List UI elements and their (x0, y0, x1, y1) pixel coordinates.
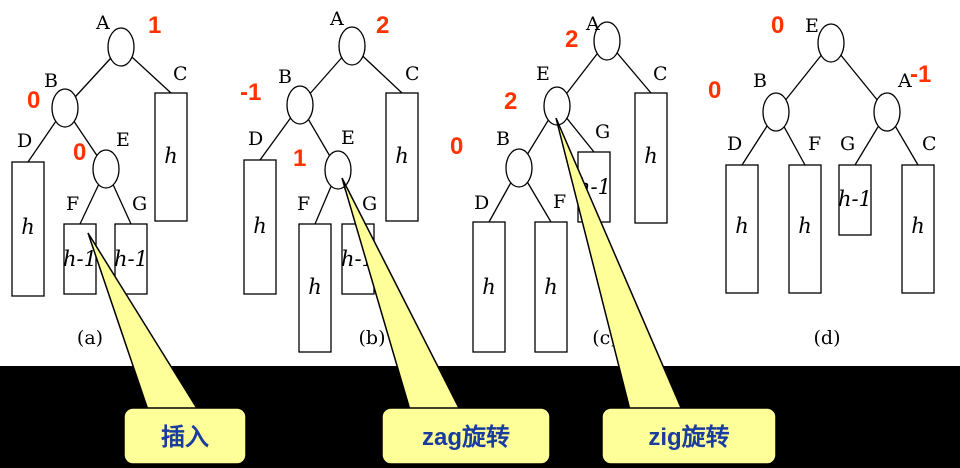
height-f: h (308, 275, 322, 299)
subtree-f (788, 164, 822, 294)
subtree-d (725, 164, 759, 294)
height-g: h-1 (114, 247, 148, 271)
height-c: h (644, 144, 658, 168)
label-f: F (553, 191, 566, 213)
label-b: B (753, 70, 767, 92)
label-g: G (132, 193, 147, 215)
label-e: E (805, 15, 819, 37)
balance-b: 0 (27, 87, 40, 114)
subtree-f (534, 221, 568, 353)
node-a (873, 92, 901, 132)
height-f: h (544, 275, 558, 299)
callout-zig-box (601, 407, 777, 465)
subtree-c (901, 164, 935, 294)
label-d: D (474, 192, 489, 214)
node-e (92, 149, 120, 189)
height-f: h (798, 214, 812, 238)
label-a: A (897, 70, 912, 92)
label-a: A (95, 12, 110, 34)
node-e (817, 23, 845, 63)
balance-a: 2 (565, 26, 578, 53)
balance-a: -1 (910, 61, 931, 88)
subtree-g (838, 164, 872, 236)
label-f: F (808, 133, 821, 155)
callout-zag: zag旋转 (341, 177, 551, 465)
label-c: C (405, 63, 420, 85)
label-c: C (922, 133, 937, 155)
label-g: G (595, 121, 610, 143)
label-f: F (66, 193, 79, 215)
caption-a: (a) (77, 327, 103, 349)
subtree-d (243, 159, 277, 295)
label-g: G (362, 193, 377, 215)
height-d: h (735, 214, 749, 238)
caption-b: (b) (359, 327, 386, 349)
label-d: D (727, 133, 742, 155)
node-a (338, 26, 366, 66)
node-b (286, 85, 314, 125)
node-b (762, 92, 790, 132)
label-c: C (653, 63, 668, 85)
balance-e: 0 (771, 12, 784, 39)
label-a: A (585, 13, 600, 35)
tree-a: A B C D E F G h h h-1 h-1 1 0 0 (a) (11, 12, 188, 349)
node-e (324, 150, 352, 190)
callout-insert-box (123, 407, 247, 465)
balance-e: 0 (73, 139, 86, 166)
label-g: G (840, 133, 855, 155)
tree-b: A B C D E F G h h h h-1 2 -1 1 (b) (240, 8, 420, 353)
subtree-d (11, 161, 45, 297)
node-a (593, 21, 621, 61)
callout-insert: 插入 (87, 232, 247, 465)
label-b: B (44, 70, 58, 92)
label-a: A (329, 8, 344, 30)
tree-c: A E C B G D F h h-1 h h 2 2 0 (c) (450, 13, 668, 353)
height-d: h (21, 215, 35, 239)
balance-a: 2 (376, 12, 389, 39)
height-d: h (482, 275, 496, 299)
callout-zig-text: zig旋转 (648, 423, 729, 451)
balance-b: -1 (240, 79, 261, 106)
callout-zag-text: zag旋转 (422, 423, 510, 451)
label-b: B (278, 66, 292, 88)
height-d: h (253, 214, 267, 238)
callout-zig: zig旋转 (555, 117, 777, 465)
label-e: E (536, 63, 550, 85)
callout-insert-text: 插入 (161, 424, 209, 451)
caption-d: (d) (814, 327, 841, 349)
balance-b: 0 (450, 133, 463, 160)
height-g: h-1 (838, 187, 872, 211)
node-b (505, 148, 533, 188)
node-b (51, 88, 79, 128)
tree-d: E B A D F G C h h h-1 h 0 0 -1 (d) (708, 12, 937, 349)
label-c: C (173, 63, 188, 85)
balance-e: 1 (293, 145, 306, 172)
label-d: D (17, 130, 32, 152)
height-c: h (164, 144, 178, 168)
subtree-g (114, 223, 148, 295)
balance-a: 1 (148, 12, 161, 39)
height-f: h-1 (63, 247, 97, 271)
callout-zag-box (381, 407, 551, 465)
balance-b: 0 (708, 77, 721, 104)
node-e (543, 86, 571, 126)
label-e: E (116, 129, 130, 151)
subtree-c (385, 92, 419, 222)
subtree-c (154, 92, 188, 222)
label-d: D (248, 128, 263, 150)
node-a (107, 27, 135, 67)
label-e: E (341, 127, 355, 149)
height-c: h (395, 144, 409, 168)
label-f: F (297, 193, 310, 215)
height-c: h (911, 214, 925, 238)
subtree-d (472, 221, 506, 353)
subtree-f (298, 223, 332, 353)
subtree-c (634, 92, 668, 224)
balance-e: 2 (504, 88, 517, 115)
subtree-f (63, 223, 97, 295)
label-b: B (496, 128, 510, 150)
